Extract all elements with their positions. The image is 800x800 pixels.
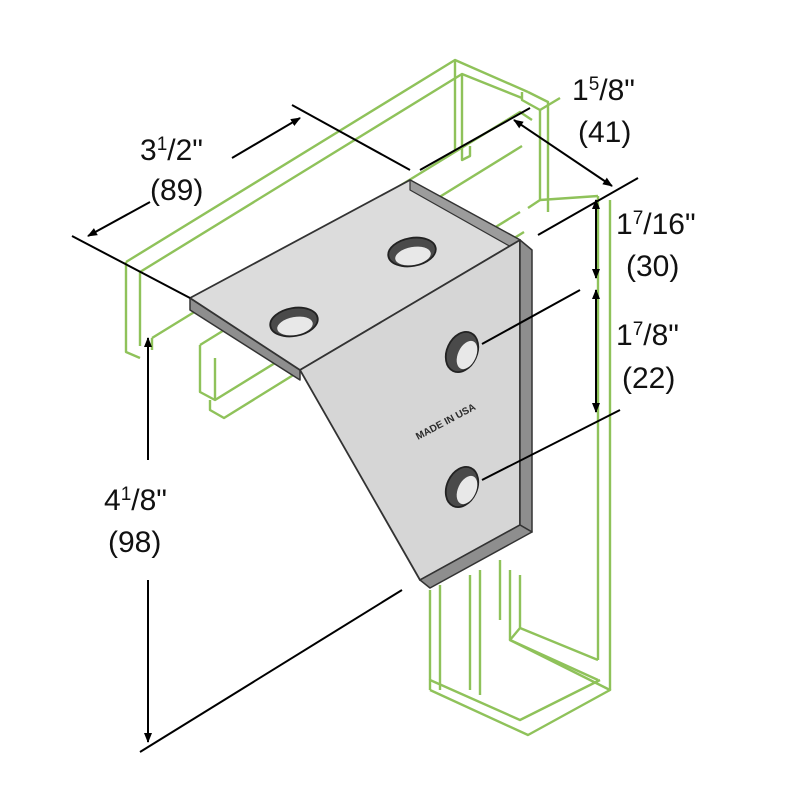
svg-text:17/16": 17/16"	[616, 208, 696, 241]
dim-offset-label: 17/16" (30)	[616, 208, 696, 283]
dim-width-mark: "	[192, 134, 203, 167]
svg-text:41/8": 41/8"	[104, 484, 167, 517]
dim-depth-whole: 1	[572, 74, 589, 107]
dim-spacing-slash: /	[643, 319, 652, 352]
dim-width-slash: /	[167, 134, 176, 167]
dim-offset-mark: "	[685, 208, 696, 241]
dim-width-label: 31/2" (89)	[140, 134, 203, 207]
width-arrow-left	[87, 201, 151, 237]
dim-spacing-mark: "	[668, 319, 679, 352]
svg-text:15/8": 15/8"	[572, 74, 635, 107]
dim-height-den: 8	[140, 484, 157, 517]
width-extension-right	[291, 104, 411, 171]
depth-extension-top	[419, 107, 531, 171]
dim-height-label: 41/8" (98)	[104, 484, 167, 559]
dim-offset-slash: /	[643, 208, 652, 241]
dim-width-num: 1	[157, 134, 168, 155]
spacing-extension-top	[481, 289, 581, 345]
dim-offset-den: 16	[652, 208, 685, 241]
svg-text:17/8": 17/8"	[616, 319, 679, 352]
svg-text:31/2": 31/2"	[140, 134, 203, 167]
hole-gusset-2	[444, 466, 480, 508]
gusset-right-edge	[519, 239, 533, 533]
dim-depth-slash: /	[599, 74, 608, 107]
hole-flange-2	[387, 236, 437, 268]
dim-height-slash: /	[131, 484, 140, 517]
dimension-lines	[71, 104, 639, 753]
dim-depth-mark: "	[624, 74, 635, 107]
hole-gusset-1	[444, 331, 480, 373]
depth-extension-bottom	[537, 177, 639, 236]
dim-spacing-den: 8	[652, 319, 669, 352]
dim-width-den: 2	[176, 134, 193, 167]
dim-spacing-whole: 1	[616, 319, 633, 352]
dim-depth-metric: (41)	[578, 116, 631, 149]
hole-flange-1	[269, 306, 319, 338]
dim-depth-num: 5	[589, 74, 600, 95]
height-extension-bottom	[139, 589, 403, 753]
dim-offset-num: 7	[633, 208, 644, 229]
width-extension-left	[71, 235, 191, 299]
bolt-holes	[269, 236, 480, 508]
dim-height-metric: (98)	[108, 526, 161, 559]
dim-spacing-label: 17/8" (22)	[616, 319, 679, 395]
dim-depth-den: 8	[608, 74, 625, 107]
dim-width-whole: 3	[140, 134, 157, 167]
depth-arrow	[513, 119, 613, 187]
dim-offset-metric: (30)	[626, 250, 679, 283]
dim-offset-whole: 1	[616, 208, 633, 241]
dim-spacing-metric: (22)	[622, 362, 675, 395]
dim-width-metric: (89)	[150, 174, 203, 207]
dim-spacing-num: 7	[633, 319, 644, 340]
dim-height-whole: 4	[104, 484, 121, 517]
dim-depth-label: 15/8" (41)	[572, 74, 635, 149]
dim-height-mark: "	[156, 484, 167, 517]
spacing-extension-bottom	[481, 409, 621, 481]
gusset-bottom-edge	[419, 524, 533, 589]
dim-height-num: 1	[121, 484, 132, 505]
width-arrow-right	[231, 117, 301, 159]
